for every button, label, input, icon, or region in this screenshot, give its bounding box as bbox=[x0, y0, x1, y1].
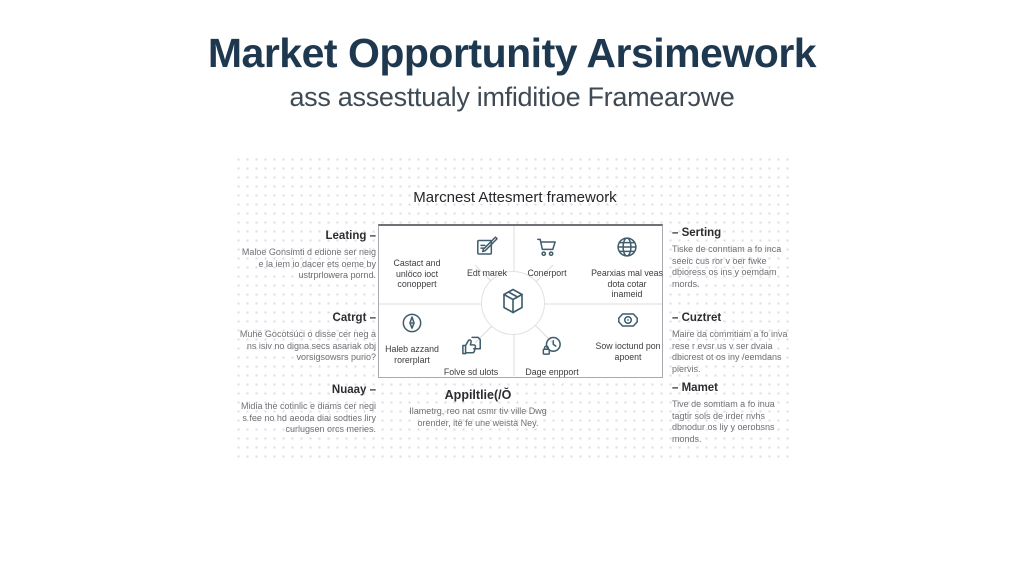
diagram-title: Marcnest Attesmert framework bbox=[413, 189, 617, 206]
node-cart: Conerport bbox=[511, 234, 583, 279]
callout-heading: – Cuztret bbox=[672, 312, 722, 324]
callout-body: Ilametrg, reo nat csmr tiv ville Dwg ore… bbox=[409, 406, 547, 428]
callout-heading: Leating – bbox=[325, 230, 376, 242]
callout-body: Maire da commtiam a fo inva rese r evsr … bbox=[672, 329, 788, 374]
node-edit: Edt marek bbox=[451, 234, 523, 279]
node-label: Pearxias mal veas dota cotar inameid bbox=[591, 268, 663, 299]
callout-heading: Catrgt – bbox=[332, 312, 376, 324]
node-label: Folve sd ulots bbox=[443, 367, 499, 377]
page-title: Market Opportunity Arsimework bbox=[207, 30, 817, 76]
callout-left-3: Nuaay – Midia the cotinlic e diams cer n… bbox=[238, 384, 376, 436]
callout-body: Muhë Gocotsúci o disse cer neg a ns isiv… bbox=[239, 329, 376, 362]
callout-left-2: Catrgt – Muhë Gocotsúci o disse cer neg … bbox=[238, 312, 376, 364]
compass-icon bbox=[399, 310, 425, 341]
callout-bottom: Appiltlie(/Ŏ Ilametrg, reo nat csmr tiv … bbox=[408, 388, 548, 429]
hub-circle bbox=[481, 271, 545, 335]
node-label: Edt marek bbox=[466, 268, 508, 278]
callout-heading: Appiltlie(/Ŏ bbox=[444, 388, 512, 402]
node-camera: Sow ioctund pon apoent bbox=[593, 307, 663, 362]
thumbs-up-icon bbox=[458, 333, 484, 364]
node-compass: Haleb azzand rorerplart bbox=[377, 310, 447, 365]
note-top-left: Castact and unlöco ioct conoppert bbox=[393, 258, 441, 289]
cart-icon bbox=[534, 234, 560, 265]
callout-body: Maloe Gonsimti d edione ser neig e la ie… bbox=[241, 247, 376, 280]
node-label: Sow ioctund pon apoent bbox=[595, 341, 661, 362]
node-label: Haleb azzand rorerplart bbox=[385, 344, 439, 365]
edit-icon bbox=[474, 234, 500, 265]
node-thumbs: Folve sd ulots bbox=[436, 333, 506, 378]
callout-left-1: Leating – Maloe Gonsimti d edione ser ne… bbox=[238, 230, 376, 282]
callout-body: Tive de somtiam a fo inua tagtir sols de… bbox=[672, 399, 775, 444]
callout-right-3: – Mamet Tive de somtiam a fo inua tagtir… bbox=[672, 382, 794, 445]
callout-heading: Nuaay – bbox=[331, 384, 376, 396]
callout-body: Tiske de conntiam a fo inca seeic cus ro… bbox=[672, 244, 782, 289]
camera-icon bbox=[615, 307, 641, 338]
callout-heading: – Mamet bbox=[672, 382, 719, 394]
callout-body: Midia the cotinlic e diams cer negi s fe… bbox=[240, 401, 376, 434]
package-icon bbox=[498, 286, 528, 321]
node-label: Conerport bbox=[527, 268, 567, 278]
callout-right-2: – Cuztret Maire da commtiam a fo inva re… bbox=[672, 312, 794, 375]
clock-icon bbox=[539, 333, 565, 364]
callout-right-1: – Serting Tiske de conntiam a fo inca se… bbox=[672, 227, 794, 290]
page-subtitle: ass assesttualy imfiditioe Framearɔwe bbox=[289, 82, 735, 112]
globe-icon bbox=[614, 234, 640, 265]
callout-heading: – Serting bbox=[672, 227, 722, 239]
node-label: Dage enpport bbox=[525, 367, 579, 377]
node-globe: Pearxias mal veas dota cotar inameid bbox=[591, 234, 663, 300]
node-clock: Dage enpport bbox=[517, 333, 587, 378]
